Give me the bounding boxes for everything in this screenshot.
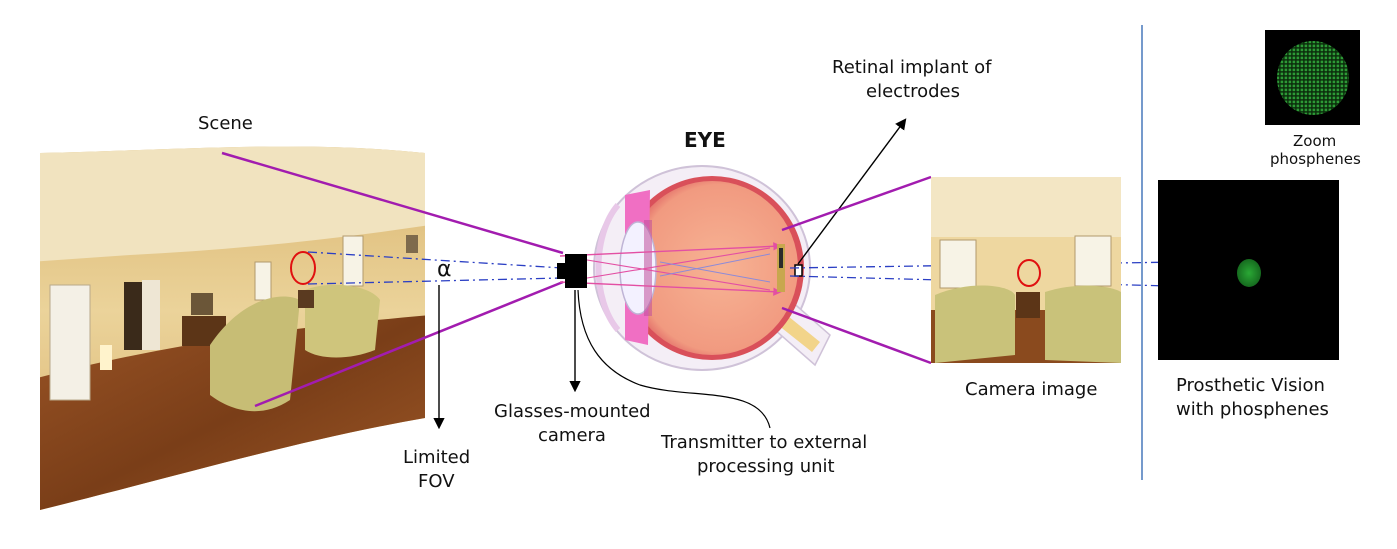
zoom-phosphene-grid xyxy=(1277,41,1349,115)
implant-label-2: electrodes xyxy=(866,81,960,102)
scene-highlight-circle xyxy=(290,251,316,285)
camera-highlight-circle xyxy=(1017,259,1041,287)
transmitter-label-2: processing unit xyxy=(697,456,835,477)
implant-arrow xyxy=(797,118,907,265)
implant-marker xyxy=(794,264,803,277)
fov-ray-bottom xyxy=(254,280,564,408)
eye-cross-section xyxy=(559,165,831,371)
eye-label: EYE xyxy=(684,128,726,152)
implant-label-1: Retinal implant of xyxy=(832,57,992,78)
camera-label-1: Glasses-mounted xyxy=(494,401,651,422)
phosphene-spot xyxy=(1237,259,1261,287)
camera-image-label: Camera image xyxy=(965,379,1098,400)
camera-label-2: camera xyxy=(538,425,606,446)
prosthetic-label-1: Prosthetic Vision xyxy=(1176,375,1325,396)
zoom-label-1: Zoom xyxy=(1293,132,1337,150)
fov-ray-top xyxy=(221,151,564,255)
limited-fov-label-1: Limited xyxy=(403,447,471,468)
zoom-label-2: phosphenes xyxy=(1270,150,1361,168)
scene-label: Scene xyxy=(198,113,253,134)
glasses-camera xyxy=(565,254,587,288)
prosthetic-label-2: with phosphenes xyxy=(1176,399,1329,420)
alpha-label: α xyxy=(437,257,452,282)
camera-image xyxy=(931,177,1121,363)
limited-fov-label-2: FOV xyxy=(418,471,455,492)
transmitter-label-1: Transmitter to external xyxy=(661,432,868,453)
transmitter-cable xyxy=(577,289,771,429)
